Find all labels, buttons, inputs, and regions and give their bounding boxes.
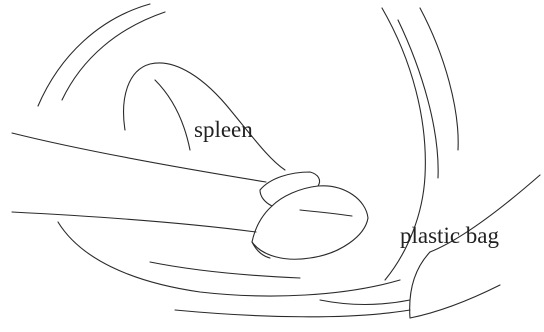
- plastic-bag-label: plastic bag: [400, 223, 499, 248]
- grasper-instrument: [12, 133, 368, 259]
- spleen-label: spleen: [194, 117, 253, 142]
- abdominal-wall-lines: [38, 4, 165, 106]
